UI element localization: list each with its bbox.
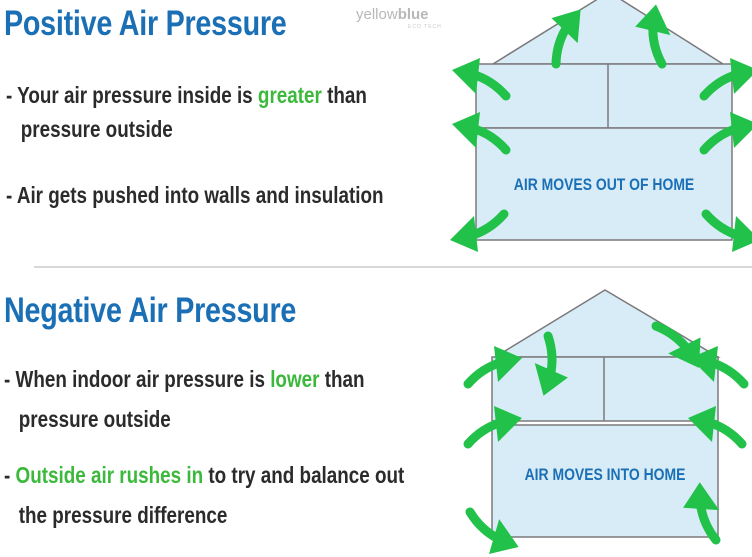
- positive-bullet-2: - Air gets pushed into walls and insulat…: [6, 182, 384, 208]
- bullet-text: than: [321, 82, 367, 108]
- positive-house-label: AIR MOVES OUT OF HOME: [513, 175, 695, 194]
- negative-bullet-1: - When indoor air pressure is lower than…: [4, 362, 365, 442]
- upper-floor: [475, 63, 733, 129]
- bullet-text: pressure outside: [20, 116, 173, 142]
- roof: [490, 0, 726, 65]
- highlight-text: greater: [257, 82, 322, 108]
- highlight-text: lower: [270, 366, 320, 392]
- highlight-text: Outside air rushes in: [15, 462, 204, 488]
- section-divider: [34, 266, 752, 268]
- logo-subtitle: ECO TECH: [408, 24, 442, 30]
- bullet-text: the pressure difference: [18, 502, 228, 528]
- bullet-text: than: [319, 366, 365, 392]
- lower-floor: [491, 424, 719, 538]
- logo-text-bold: blue: [397, 6, 429, 23]
- bullet-text: -: [4, 462, 16, 488]
- negative-house-label: AIR MOVES INTO HOME: [524, 465, 686, 484]
- positive-bullet-1: - Your air pressure inside is greater th…: [6, 78, 367, 146]
- negative-house: [463, 289, 744, 557]
- bullet-text: pressure outside: [18, 406, 171, 432]
- logo-text-light: yellow: [356, 6, 398, 23]
- negative-title: Negative Air Pressure: [4, 291, 297, 330]
- bullet-text: - Your air pressure inside is: [6, 82, 258, 108]
- positive-title: Positive Air Pressure: [4, 4, 287, 43]
- brand-logo: yellowblue: [356, 6, 429, 23]
- negative-bullet-2: - Outside air rushes in to try and balan…: [4, 458, 404, 538]
- upper-floor: [491, 356, 719, 422]
- positive-house: [450, 0, 752, 252]
- bullet-text: - When indoor air pressure is: [4, 366, 271, 392]
- bullet-text: to try and balance out: [203, 462, 405, 488]
- lower-floor: [475, 127, 733, 241]
